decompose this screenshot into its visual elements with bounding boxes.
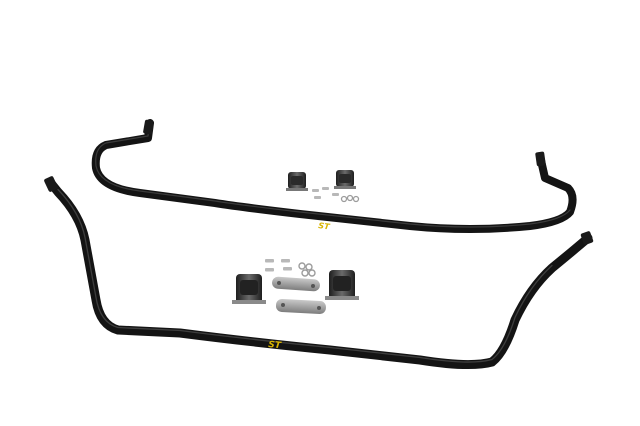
front-bar-logo: ST	[268, 340, 282, 351]
rear-sway-bar-tube	[91, 119, 577, 233]
bushing-bracket	[286, 172, 308, 191]
rear-sway-bar: ST	[91, 119, 577, 233]
rear-bar-logo: ST	[318, 221, 331, 232]
svg-text:ST: ST	[318, 221, 331, 232]
bolts	[312, 187, 339, 199]
bushing-bracket	[232, 274, 266, 304]
mounting-plate	[272, 276, 320, 292]
washers	[340, 194, 360, 203]
bushing-bracket	[334, 170, 356, 189]
svg-text:ST: ST	[268, 340, 282, 351]
front-sway-bar: ST	[44, 176, 594, 370]
front-hardware-kit	[232, 259, 359, 314]
washers	[298, 262, 316, 277]
rear-hardware-kit	[286, 170, 360, 203]
mounting-plate	[275, 299, 326, 314]
bolts	[265, 259, 292, 272]
bushing-bracket	[325, 270, 359, 300]
